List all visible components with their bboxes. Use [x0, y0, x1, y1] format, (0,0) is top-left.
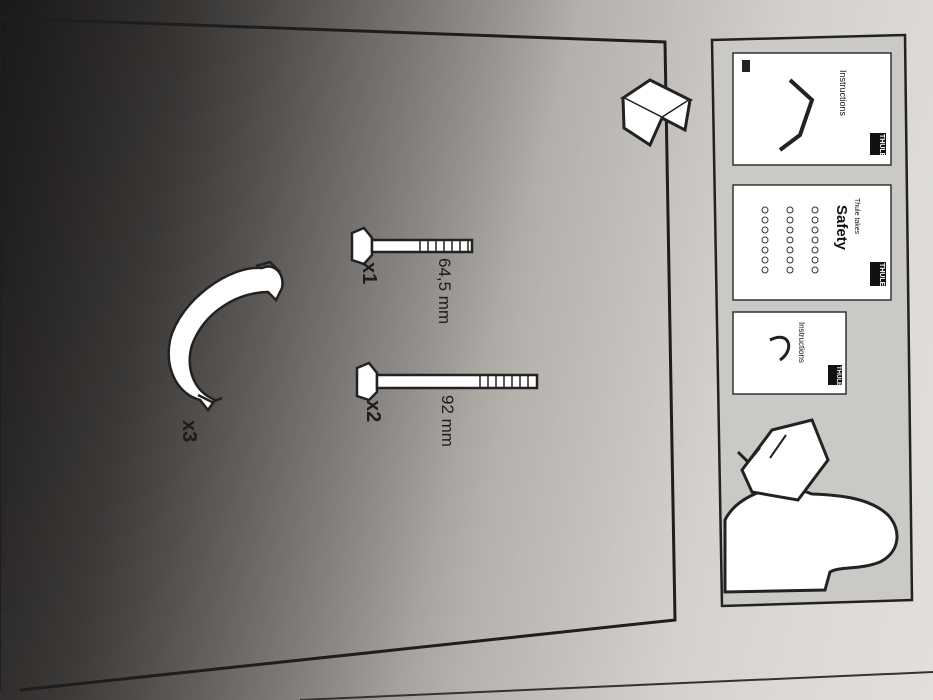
box-icon	[620, 78, 694, 148]
booklet-bottom-heading: Instructions	[797, 322, 806, 363]
booklet-middle-brand-line: Thule takes	[853, 198, 860, 235]
short-bolt-dimension: 64,5 mm	[435, 258, 454, 325]
booklet-middle-heading: Safety	[833, 205, 850, 251]
reader-illustration	[723, 418, 899, 594]
clamp-strap-drawing	[167, 260, 284, 413]
booklet-bottom-brand: THULE	[835, 366, 841, 386]
booklet-bottom	[732, 311, 847, 395]
booklet-middle	[732, 184, 892, 301]
long-bolt-dimension: 92 mm	[438, 395, 457, 447]
parts-frame	[0, 16, 677, 692]
page-edge	[299, 671, 933, 700]
footer-code: 501-8079-0	[0, 612, 14, 679]
clamp-strap-qty: x3	[178, 420, 200, 443]
short-bolt-qty: x1	[358, 262, 380, 285]
booklet-top	[732, 52, 892, 166]
booklet-top-brand: THULE	[878, 134, 885, 158]
booklet-top-heading: Instructions	[838, 70, 848, 117]
booklet-middle-brand: THULE	[878, 263, 885, 287]
short-bolt-drawing	[350, 226, 474, 266]
long-bolt-qty: x2	[362, 400, 384, 423]
long-bolt-drawing	[355, 361, 539, 402]
